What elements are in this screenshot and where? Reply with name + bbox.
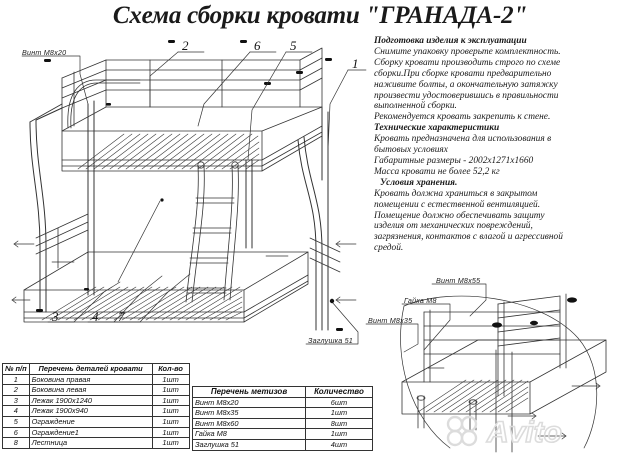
callout-plug-51: Заглушка 51 (308, 336, 353, 345)
table-row: Гайка М8 1шт (192, 428, 373, 440)
instruction-line: произвести удостоверившись в правильност… (374, 90, 559, 101)
part-number-label-7: 7 (118, 309, 125, 324)
leader-lines (21, 51, 367, 323)
fasteners-list-table: Перечень метизов Количество Винт М8х20 6… (192, 386, 373, 451)
parts-cell-name: Боковина левая (28, 384, 153, 396)
lower-side-rails (35, 213, 341, 289)
instruction-line: Кровать предназначена для использования … (374, 134, 552, 145)
upper-bunk-frame (61, 106, 323, 172)
instruction-line: Кровать должна храниться в закрытом (374, 188, 538, 199)
instruction-line: помещении с естественной вентиляцией. (374, 199, 541, 210)
fasteners-cell-name: Заглушка 51 (192, 438, 306, 451)
ladder (185, 161, 239, 303)
parts-header-index: № п/п (2, 363, 30, 375)
part-number-label-6: 6 (254, 38, 261, 53)
parts-cell-qty: 1шт (151, 415, 190, 428)
upper-guard-rails (61, 47, 323, 132)
fasteners-cell-name: Винт М8х35 (192, 407, 306, 419)
instruction-line: изделия от механических повреждений, (374, 221, 533, 232)
part-number-label-3: 3 (52, 309, 59, 324)
table-row: 2 Боковина левая 1шт (2, 384, 190, 396)
fastener-markers (36, 40, 343, 331)
parts-cell-name: Ограждение1 (28, 426, 153, 439)
page-title: Схема сборки кровати "ГРАНАДА-2" (112, 2, 528, 29)
callout-screw-m8x55: Винт М8х55 (436, 276, 481, 285)
table-row: 6 Ограждение1 1шт (2, 426, 190, 439)
instruction-line: наживите болты, а окончательную затяжку (374, 79, 558, 90)
callout-nut-m8: Гайка М8 (404, 296, 437, 305)
parts-cell-name: Лестница (28, 437, 153, 449)
lower-bunk-frame (23, 251, 309, 323)
parts-cell-qty: 1шт (151, 373, 190, 386)
fasteners-cell-name: Винт М8х60 (192, 417, 306, 430)
parts-cell-name: Ограждение (28, 415, 153, 428)
instruction-line: Габаритные размеры - 2002х1271х1660 (374, 155, 534, 166)
table-row: Винт М8х20 6шт (192, 396, 373, 409)
instruction-line: Снимите упаковку проверьте комплектность… (374, 46, 561, 57)
parts-cell-qty: 1шт (151, 437, 190, 449)
parts-header-name: Перечень деталей кровати (28, 363, 153, 375)
parts-cell-qty: 1шт (151, 394, 190, 407)
table-row: 4 Лежак 1900х940 1шт (2, 405, 190, 417)
dimension-arrows (11, 240, 357, 304)
instruction-line: бытовых условиях (374, 145, 448, 156)
parts-cell-index: 1 (2, 373, 30, 386)
parts-cell-index: 2 (2, 384, 30, 396)
table-header-row: Перечень метизов Количество (192, 386, 373, 398)
instruction-line: Масса кровати не более 52,2 кг (374, 166, 500, 177)
fasteners-cell-name: Винт М8х20 (192, 396, 306, 409)
fasteners-cell-name: Гайка М8 (192, 428, 306, 440)
instruction-line: Рекомендуется кровать закрепить к стене. (374, 112, 551, 123)
table-row: 5 Ограждение 1шт (2, 415, 190, 428)
table-row: Винт М8х35 1шт (192, 407, 373, 419)
instruction-line: средой. (374, 243, 404, 254)
table-row: 8 Лестница 1шт (2, 437, 190, 449)
parts-list-table: № п/п Перечень деталей кровати Кол-во 1 … (2, 363, 190, 449)
part-number-label-2: 2 (182, 38, 189, 53)
instruction-line: загрязнения, контактов с влагой и агресс… (374, 232, 563, 243)
parts-cell-index: 8 (2, 437, 30, 449)
fasteners-header-qty: Количество (305, 386, 373, 398)
table-row: 1 Боковина правая 1шт (2, 373, 190, 386)
instructions-panel: Подготовка изделия к эксплуатации Снимит… (374, 36, 638, 254)
instruction-line: Сборку кровати производить строго по схе… (374, 57, 561, 68)
instructions-heading-specs: Технические характеристики (374, 123, 500, 134)
parts-cell-name: Лежак 1900х1240 (28, 394, 153, 407)
part-number-label-1: 1 (352, 56, 359, 71)
parts-cell-index: 4 (2, 405, 30, 417)
fasteners-header-name: Перечень метизов (192, 386, 306, 398)
parts-cell-index: 6 (2, 426, 30, 439)
instructions-heading-storage: Условия хранения. (380, 177, 458, 188)
parts-cell-name: Лежак 1900х940 (28, 405, 153, 417)
instructions-heading-preparation: Подготовка изделия к эксплуатации (374, 36, 527, 46)
fasteners-cell-qty: 6шт (305, 396, 373, 409)
fasteners-cell-qty: 8шт (305, 417, 373, 430)
table-row: Заглушка 51 4шт (192, 438, 373, 451)
instruction-line: сборки.При сборке кровати предварительно (374, 68, 552, 79)
parts-cell-name: Боковина правая (28, 373, 153, 386)
part-number-label-5: 5 (290, 38, 297, 53)
parts-cell-qty: 1шт (151, 405, 190, 417)
callout-screw-m8x20: Винт М8х20 (22, 48, 67, 57)
parts-cell-qty: 1шт (151, 426, 190, 439)
part-number-label-4: 4 (92, 309, 99, 324)
parts-cell-qty: 1шт (151, 384, 190, 396)
parts-cell-index: 5 (2, 415, 30, 428)
fasteners-cell-qty: 4шт (305, 438, 373, 451)
parts-header-qty: Кол-во (151, 363, 190, 375)
fasteners-cell-qty: 1шт (305, 428, 373, 440)
table-header-row: № п/п Перечень деталей кровати Кол-во (2, 363, 190, 375)
guard-rail-detail-view (400, 293, 607, 453)
instruction-line: Помещение должно обеспечивать защиту (374, 210, 545, 221)
callout-screw-m8x35: Винт М8х35 (368, 316, 413, 325)
parts-cell-index: 3 (2, 394, 30, 407)
fasteners-cell-qty: 1шт (305, 407, 373, 419)
table-row: 3 Лежак 1900х1240 1шт (2, 394, 190, 407)
instruction-line: выполненной сборки. (374, 101, 457, 112)
table-row: Винт М8х60 8шт (192, 417, 373, 430)
